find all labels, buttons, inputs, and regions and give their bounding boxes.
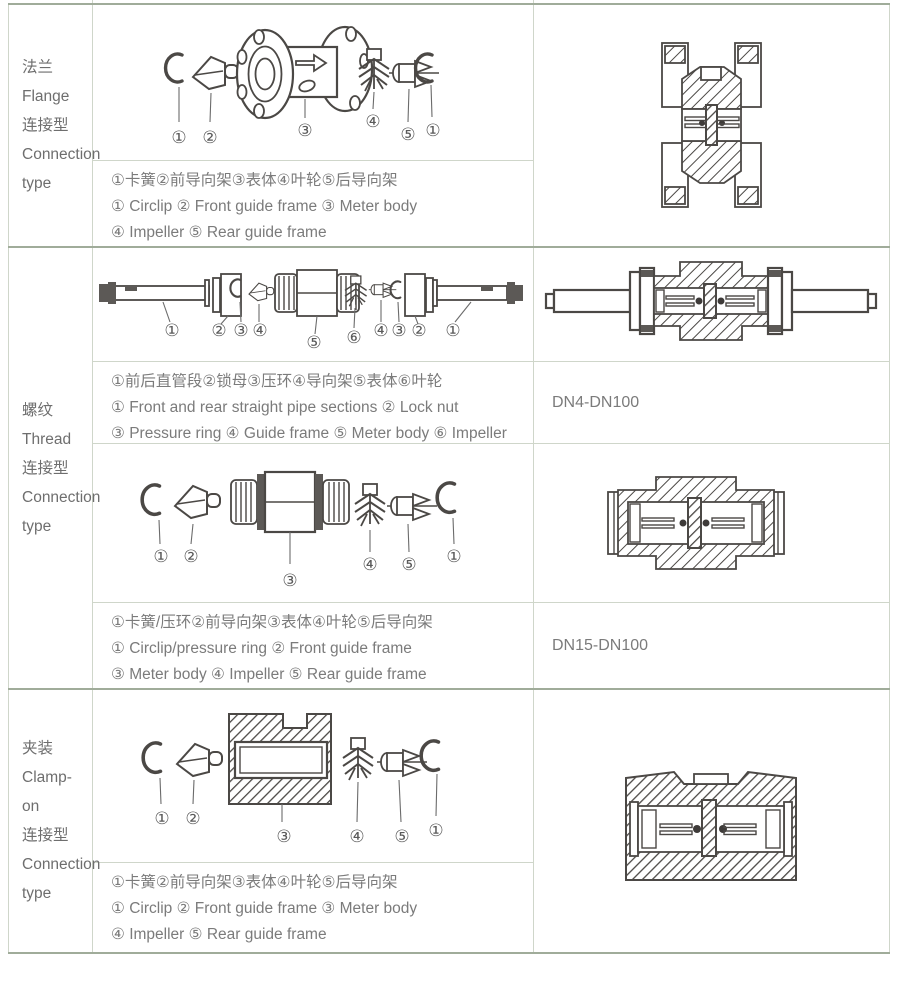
part-label: ② [185, 809, 200, 828]
header-line: 法兰 [22, 59, 54, 76]
header-line: type [22, 885, 52, 902]
description-line: ①卡簧②前导向架③表体④叶轮⑤后导向架 [111, 172, 398, 189]
part-label: ⑥ [346, 328, 361, 347]
clamp-section-header: 夹装 Clamp- on 连接型 Connection type [9, 690, 101, 952]
header-line: Flange [22, 88, 70, 105]
table-border [92, 361, 890, 362]
clamp-section-view-cell [534, 690, 889, 952]
header-line: Connection [22, 856, 101, 873]
thread-pipe-section-view-cell [534, 248, 889, 361]
description-line: ①前后直管段②锁母③压环④导向架⑤表体⑥叶轮 [111, 373, 443, 390]
thread-pipe-section-drawing [544, 261, 878, 341]
table-border [8, 3, 890, 5]
header-line: 螺纹 [22, 401, 54, 419]
header-line: 连接型 [22, 459, 69, 477]
part-label: ④ [373, 321, 388, 340]
thread-pipe-exploded-diagram-cell: ① ② ③ ④ ⑤ ⑥ ④ ③ [93, 248, 532, 361]
description-line: ④ Impeller ⑤ Rear guide frame [111, 224, 327, 241]
description-line: ④ Impeller ⑤ Rear guide frame [111, 926, 327, 943]
thread-section-view-cell [534, 444, 889, 602]
table-border [92, 0, 93, 954]
flange-exploded-diagram-cell: ① ② ③ ④ ⑤ [93, 5, 532, 160]
table-border [92, 443, 890, 444]
description-line: ① Circlip ② Front guide frame ③ Meter bo… [111, 198, 418, 215]
dn-range-cell: DN15-DN100 [534, 603, 889, 688]
description-line: ③ Pressure ring ④ Guide frame ⑤ Meter bo… [111, 425, 507, 442]
header-line: 连接型 [22, 117, 69, 134]
thread-section-header: 螺纹 Thread 连接型 Connection type [9, 248, 101, 688]
clamp-exploded-diagram-cell: ① ② ③ ④ ⑤ ① [93, 690, 532, 862]
table-border [92, 602, 890, 603]
description-line: ① Circlip/pressure ring ② Front guide fr… [111, 640, 412, 657]
thread-exploded-drawing: ① ② ③ ④ ⑤ ① [140, 470, 462, 590]
part-label: ⑤ [400, 125, 415, 144]
thread-section-drawing [607, 476, 785, 570]
header-line: type [22, 517, 52, 535]
part-label: ② [202, 128, 217, 147]
part-label: ① [164, 321, 179, 340]
table-border [889, 3, 890, 954]
part-label: ① [171, 128, 186, 147]
part-label: ③ [276, 827, 291, 846]
clamp-parts-description: ①卡簧②前导向架③表体④叶轮⑤后导向架 ① Circlip ② Front gu… [93, 863, 532, 952]
thread-parts-description: ①卡簧/压环②前导向架③表体④叶轮⑤后导向架 ① Circlip/pressur… [93, 603, 532, 688]
table-border [8, 952, 890, 954]
header-line: 连接型 [22, 827, 69, 844]
header-line: type [22, 175, 52, 192]
dn-range-label: DN4-DN100 [552, 393, 640, 411]
part-label: ② [411, 321, 426, 340]
part-label: ① [428, 821, 443, 840]
flange-exploded-drawing: ① ② ③ ④ ⑤ [163, 25, 441, 147]
table-border [92, 160, 533, 161]
dn-range-cell: DN4-DN100 [534, 362, 889, 443]
flange-section-drawing [661, 42, 762, 208]
table-border [8, 3, 9, 954]
table-border [92, 862, 533, 863]
flange-section-view-cell [534, 5, 889, 246]
flange-section-header: 法兰 Flange 连接型 Connection type [9, 5, 101, 246]
header-line: Connection [22, 488, 101, 506]
dn-range-label: DN15-DN100 [552, 636, 649, 654]
table-border [8, 688, 890, 690]
table-border [8, 246, 890, 248]
part-label: ④ [362, 555, 377, 574]
thread-pipe-exploded-drawing: ① ② ③ ④ ⑤ ⑥ ④ ③ [99, 269, 523, 352]
part-label: ③ [282, 571, 297, 590]
table-border [533, 0, 534, 954]
part-label: ⑤ [394, 827, 409, 846]
part-label: ① [153, 547, 168, 566]
description-line: ①卡簧/压环②前导向架③表体④叶轮⑤后导向架 [111, 614, 433, 631]
part-label: ① [445, 321, 460, 340]
header-line: Clamp- [22, 769, 72, 786]
header-line: 夹装 [22, 740, 54, 757]
part-label: ① [154, 809, 169, 828]
description-line: ① Circlip ② Front guide frame ③ Meter bo… [111, 900, 418, 917]
clamp-section-drawing [625, 770, 797, 881]
part-label: ③ [233, 321, 248, 340]
clamp-exploded-drawing: ① ② ③ ④ ⑤ ① [141, 713, 444, 846]
description-line: ① Front and rear straight pipe sections … [111, 399, 459, 416]
flange-parts-description: ①卡簧②前导向架③表体④叶轮⑤后导向架 ① Circlip ② Front gu… [93, 161, 532, 246]
part-label: ④ [365, 112, 380, 131]
header-line: Connection [22, 146, 101, 163]
part-label: ③ [391, 321, 406, 340]
header-line: on [22, 798, 40, 815]
description-line: ③ Meter body ④ Impeller ⑤ Rear guide fra… [111, 666, 427, 683]
part-label: ② [183, 547, 198, 566]
part-label: ① [446, 547, 461, 566]
part-label: ① [425, 121, 440, 140]
part-label: ③ [297, 121, 312, 140]
part-label: ⑤ [306, 333, 321, 352]
part-label: ④ [252, 321, 267, 340]
description-line: ①卡簧②前导向架③表体④叶轮⑤后导向架 [111, 874, 398, 891]
part-label: ② [211, 321, 226, 340]
part-label: ④ [349, 827, 364, 846]
part-label: ⑤ [401, 555, 416, 574]
thread-pipe-parts-description: ①前后直管段②锁母③压环④导向架⑤表体⑥叶轮 ① Front and rear … [93, 362, 532, 443]
header-line: Thread [22, 430, 72, 448]
thread-exploded-diagram-cell: ① ② ③ ④ ⑤ ① [93, 444, 532, 602]
